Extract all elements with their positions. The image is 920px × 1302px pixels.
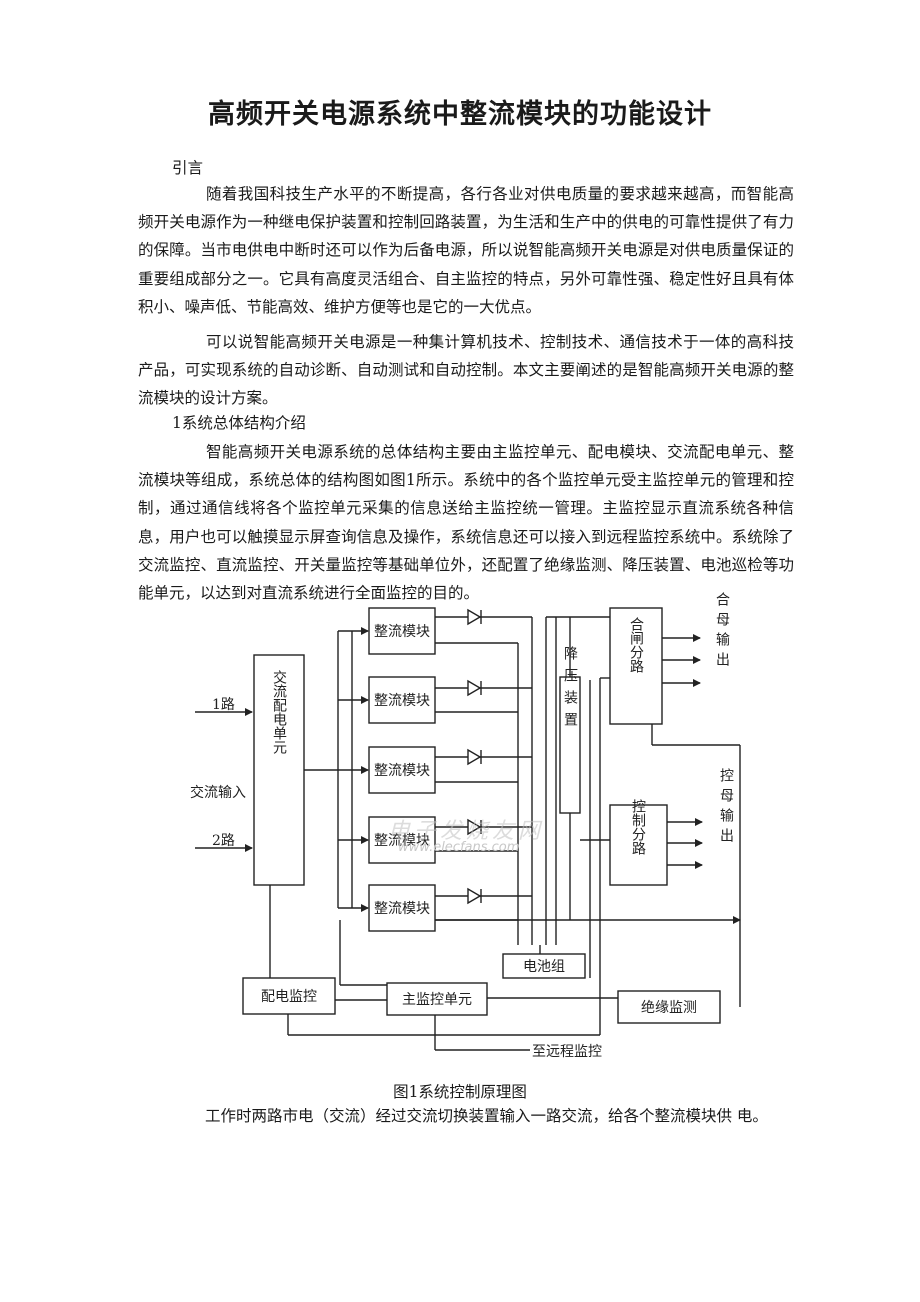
rectifier-module-1: 整流模块 [374,624,430,640]
insulation-monitor: 绝缘监测 [641,1000,697,1016]
section-1-heading: 1系统总体结构介绍 [172,414,306,432]
intro-heading: 引言 [172,159,204,177]
intro-paragraph-1: 随着我国科技生产水平的不断提高，各行各业对供电质量的要求越来越高，而智能高频开关… [138,185,794,316]
watermark-url: www.elecfans.com [398,840,520,855]
figure-caption: 图1系统控制原理图 [393,1083,527,1101]
main-monitor-unit: 主监控单元 [402,992,472,1008]
input-1-label: 1路 [212,697,235,713]
remote-monitor-label: 至远程监控 [532,1044,602,1060]
document-title: 高频开关电源系统中整流模块的功能设计 [208,99,712,130]
intro-paragraph-2: 可以说智能高频开关电源是一种集计算机技术、控制技术、通信技术于一体的高科技产品，… [138,333,794,408]
section-1-paragraph: 智能高频开关电源系统的总体结构主要由主监控单元、配电模块、交流配电单元、整流模块… [138,443,794,603]
battery-pack: 电池组 [523,959,565,975]
control-branch: 控制分路 [630,799,646,855]
last-line: 工作时两路市电（交流）经过交流切换装置输入一路交流，给各个整流模块供 电。 [205,1107,768,1125]
ac-input-label: 交流输入 [190,784,246,801]
control-bus-output: 控母输出 [718,768,734,848]
distribution-monitor: 配电监控 [261,989,317,1005]
input-2-label: 2路 [212,833,235,849]
rectifier-module-5: 整流模块 [374,901,430,917]
rectifier-module-3: 整流模块 [374,763,430,779]
close-branch: 合闸分路 [628,617,644,673]
rectifier-module-4: 整流模块 [374,833,430,849]
close-bus-output: 合母输出 [714,592,730,672]
ac-distribution-unit: 交流配电单元 [271,669,287,755]
rectifier-module-2: 整流模块 [374,693,430,709]
watermark-cn: 电子发烧友网 [388,819,545,844]
step-down-device: 降压装置 [562,646,578,734]
